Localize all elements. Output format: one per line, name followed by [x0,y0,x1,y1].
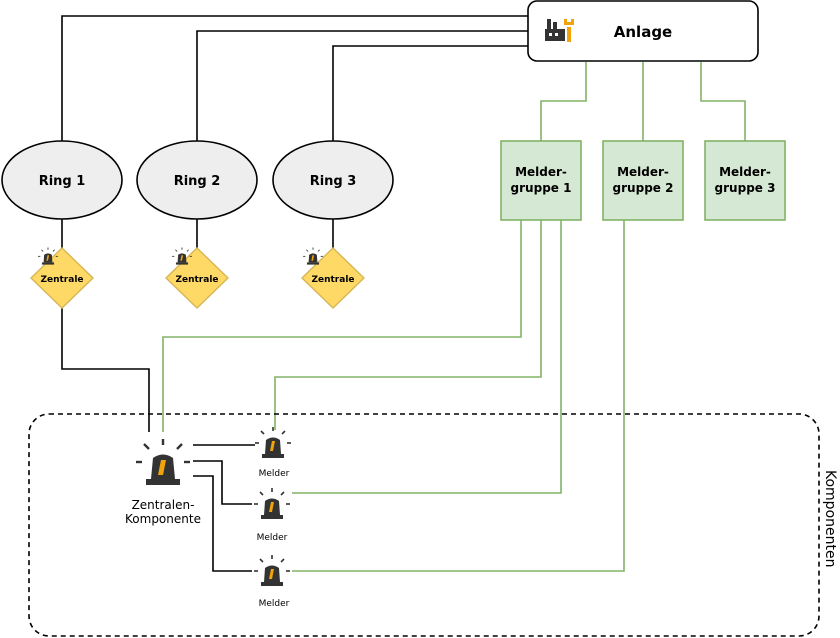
connector-anlage-ring-2 [196,30,528,141]
zentrale-3-label: Zentrale [311,275,354,285]
connector-anlage-meldergruppe-3 [700,62,746,141]
melder-2-node[interactable]: Melder [253,487,291,543]
ring-2-label: Ring 2 [174,174,221,189]
zentrale-2-label: Zentrale [175,275,218,285]
meldergruppe-3-label-line1: Melder- [719,165,771,179]
melder-1-siren-icon [254,426,292,459]
zentralen-komponente-label-line1: Zentralen- [132,498,195,512]
zentrale-2-node[interactable]: Zentrale [164,247,230,309]
connector-komponente-melder-2 [193,460,252,505]
meldergruppe-2-label-line2: gruppe 2 [613,181,674,195]
zentralen-komponente-label-line2: Komponente [125,512,201,526]
melder-3-siren-icon [253,554,291,587]
zentralen-komponente-siren-icon [134,437,192,487]
factory-wrench-icon [545,19,574,42]
meldergruppe-3-label-line2: gruppe 3 [715,181,776,195]
connector-anlage-meldergruppe-1 [540,62,587,141]
connector-meldergruppe-1-melder-1 [274,220,542,430]
meldergruppe-1-node[interactable]: Melder- gruppe 1 [500,140,582,221]
melder-2-siren-icon [253,487,291,520]
anlage-label: Anlage [614,23,672,41]
meldergruppe-2-label-line1: Melder- [617,165,669,179]
connector-meldergruppe-1-zentralen-komponente [162,220,522,432]
melder-1-label: Melder [259,469,290,479]
connector-anlage-ring-3 [332,45,528,141]
ring-1-label: Ring 1 [39,174,86,189]
zentrale-1-node[interactable]: Zentrale [29,247,95,309]
connector-anlage-ring-1 [61,15,528,141]
meldergruppe-1-label-line1: Melder- [515,165,567,179]
meldergruppe-2-node[interactable]: Melder- gruppe 2 [602,140,684,221]
ring-3-label: Ring 3 [310,174,357,189]
connector-meldergruppe-1-melder-2 [292,220,562,494]
melder-3-label: Melder [259,599,290,609]
zentrale-3-node[interactable]: Zentrale [300,247,366,309]
melder-3-node[interactable]: Melder [253,554,291,609]
meldergruppe-3-node[interactable]: Melder- gruppe 3 [704,140,786,221]
ring-2-node[interactable]: Ring 2 [136,140,258,220]
ring-3-node[interactable]: Ring 3 [272,140,394,220]
melder-1-node[interactable]: Melder [254,426,292,479]
ring-1-node[interactable]: Ring 1 [1,140,123,220]
melder-2-label: Melder [257,533,288,543]
komponenten-label: Komponenten [822,470,838,567]
zentrale-1-label: Zentrale [40,275,83,285]
meldergruppe-1-label-line2: gruppe 1 [511,181,572,195]
connector-zentrale-1-komponente [61,308,150,432]
zentralen-komponente-node[interactable]: Zentralen- Komponente [125,437,201,526]
anlage-node[interactable]: Anlage [527,0,759,62]
komponenten-container[interactable]: Komponenten [28,413,838,637]
connector-komponente-melder-3 [193,475,252,572]
connector-meldergruppe-2-melder-3 [292,220,625,572]
